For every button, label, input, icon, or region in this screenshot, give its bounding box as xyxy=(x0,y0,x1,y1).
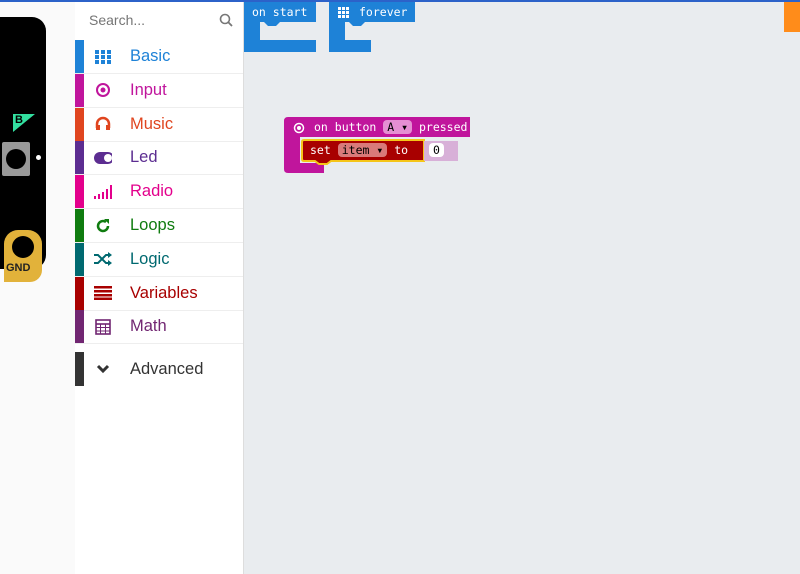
toggle-icon xyxy=(94,149,112,167)
set-variable-block[interactable]: set item ▾ to 0 xyxy=(301,139,461,165)
refresh-icon xyxy=(94,217,112,235)
top-border xyxy=(0,0,800,2)
headphones-icon xyxy=(94,115,112,133)
on-start-label: on start xyxy=(252,5,308,19)
category-label: Led xyxy=(130,148,158,167)
category-color-bar xyxy=(75,209,84,242)
search-input[interactable] xyxy=(89,12,209,28)
category-label: Advanced xyxy=(130,359,204,378)
pressed-label: pressed xyxy=(418,120,468,134)
gnd-label: GND xyxy=(6,262,31,274)
on-button-label: on button xyxy=(314,120,377,134)
target-icon xyxy=(293,122,305,134)
category-radio[interactable]: Radio xyxy=(75,175,243,210)
category-label: Variables xyxy=(130,283,198,302)
set-label: set xyxy=(310,143,331,157)
value-input[interactable]: 0 xyxy=(429,143,444,157)
calculator-icon xyxy=(94,318,112,336)
category-color-bar xyxy=(75,141,84,175)
simulator-panel: B GND xyxy=(0,2,75,574)
search-box xyxy=(75,2,243,38)
toolbox: BasicInputMusicLedRadioLoopsLogicVariabl… xyxy=(75,2,243,574)
indicator-dot xyxy=(36,155,41,160)
category-color-bar xyxy=(75,310,84,344)
forever-label: forever xyxy=(359,5,408,19)
to-label: to xyxy=(394,143,409,157)
category-advanced[interactable]: Advanced xyxy=(75,352,243,386)
button-b-label: B xyxy=(15,114,23,126)
target-icon xyxy=(94,81,112,99)
category-color-bar xyxy=(75,352,84,386)
grid-icon xyxy=(94,48,112,66)
variable-name: item xyxy=(341,143,370,157)
lines-icon xyxy=(94,284,112,302)
category-input[interactable]: Input xyxy=(75,73,243,108)
category-label: Math xyxy=(130,317,167,336)
category-loops[interactable]: Loops xyxy=(75,209,243,243)
orange-tab[interactable] xyxy=(784,2,800,32)
category-label: Music xyxy=(130,114,174,133)
variable-dropdown[interactable]: item ▾ xyxy=(337,143,388,157)
category-color-bar xyxy=(75,107,84,141)
category-color-bar xyxy=(75,242,84,276)
category-variables[interactable]: Variables xyxy=(75,276,243,311)
search-icon[interactable] xyxy=(219,13,233,27)
category-music[interactable]: Music xyxy=(75,107,243,142)
chevron-down-icon xyxy=(94,360,112,378)
category-label: Input xyxy=(130,80,167,99)
category-color-bar xyxy=(75,175,84,209)
category-led[interactable]: Led xyxy=(75,141,243,176)
category-color-bar xyxy=(75,276,84,310)
signal-icon xyxy=(94,183,112,201)
category-math[interactable]: Math xyxy=(75,310,243,345)
category-color-bar xyxy=(75,73,84,107)
workspace[interactable]: on start forever on button A ▾ pressed s… xyxy=(243,2,800,574)
category-color-bar xyxy=(75,40,84,73)
category-label: Loops xyxy=(130,216,175,234)
gnd-pin[interactable]: GND xyxy=(4,230,42,282)
category-label: Logic xyxy=(130,249,170,268)
category-label: Radio xyxy=(130,182,174,201)
category-basic[interactable]: Basic xyxy=(75,40,243,74)
button-value: A xyxy=(387,120,395,134)
category-logic[interactable]: Logic xyxy=(75,242,243,277)
category-label: Basic xyxy=(130,47,171,65)
shuffle-icon xyxy=(94,250,112,268)
grid-icon xyxy=(338,7,349,18)
button-b[interactable] xyxy=(2,142,30,176)
button-dropdown[interactable]: A ▾ xyxy=(383,120,413,134)
microbit-board: B GND xyxy=(0,17,46,282)
